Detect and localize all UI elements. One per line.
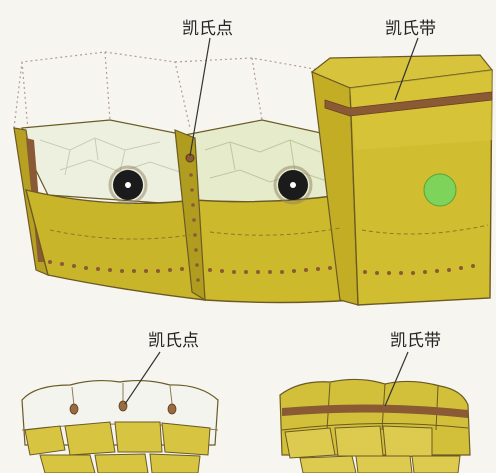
plastid [424, 174, 456, 206]
section-with-band [280, 379, 470, 473]
nucleus-middle [275, 167, 311, 203]
left-cell-front [26, 190, 205, 300]
cut-away-outline [14, 52, 335, 130]
section-with-dots [22, 381, 218, 473]
label-casparian-strip-bottom: 凯氏带 [390, 326, 441, 351]
middle-cell-inner [185, 120, 338, 205]
left-cell-inner [22, 120, 190, 205]
cell-block-3d [14, 52, 492, 305]
nucleus-left [110, 167, 146, 203]
label-casparian-dot-bottom: 凯氏点 [148, 326, 199, 351]
label-casparian-strip-top: 凯氏带 [385, 14, 436, 39]
label-casparian-dot-top: 凯氏点 [182, 14, 233, 39]
